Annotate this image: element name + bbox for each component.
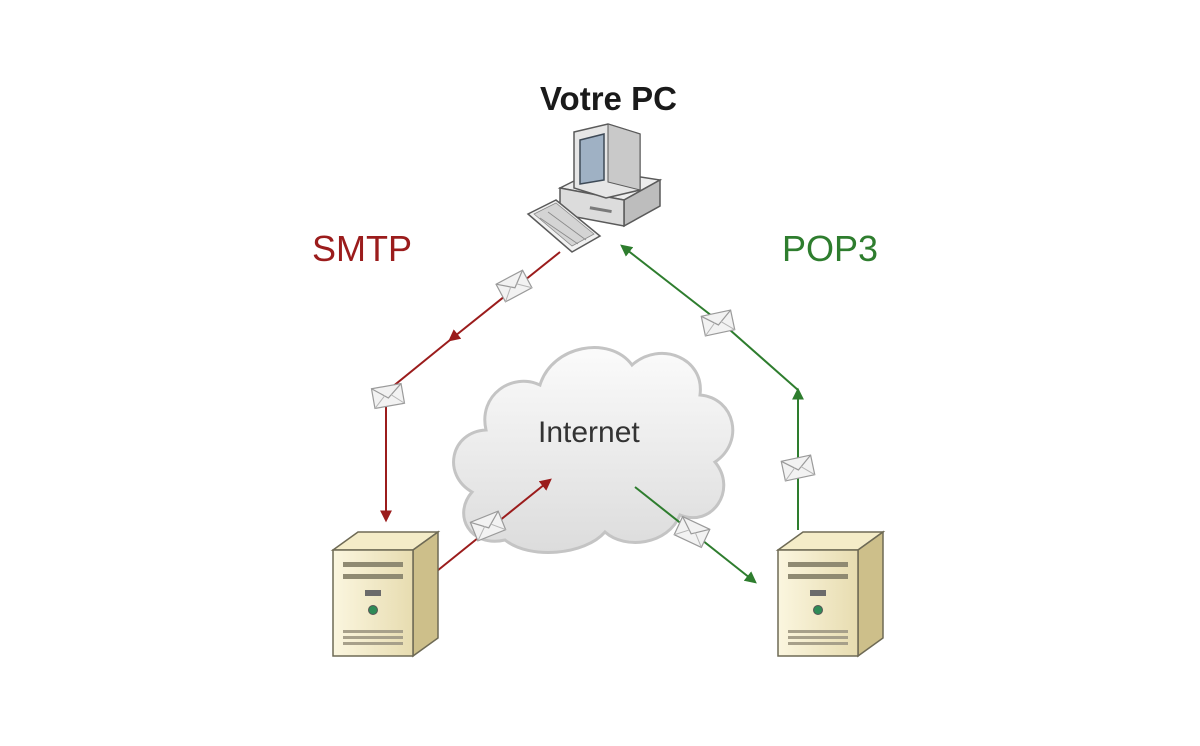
desktop-computer-icon — [526, 123, 663, 253]
server-icon — [777, 531, 884, 657]
envelope-icon — [370, 382, 406, 410]
smtp-label: SMTP — [312, 228, 413, 269]
envelope-icon — [700, 309, 736, 337]
pop3-label: POP3 — [782, 228, 879, 269]
pc-title: Votre PC — [540, 80, 677, 117]
envelope-icon — [495, 269, 533, 303]
server-icon — [332, 531, 439, 657]
internet-label: Internet — [538, 416, 640, 449]
envelope-icon — [780, 454, 816, 482]
